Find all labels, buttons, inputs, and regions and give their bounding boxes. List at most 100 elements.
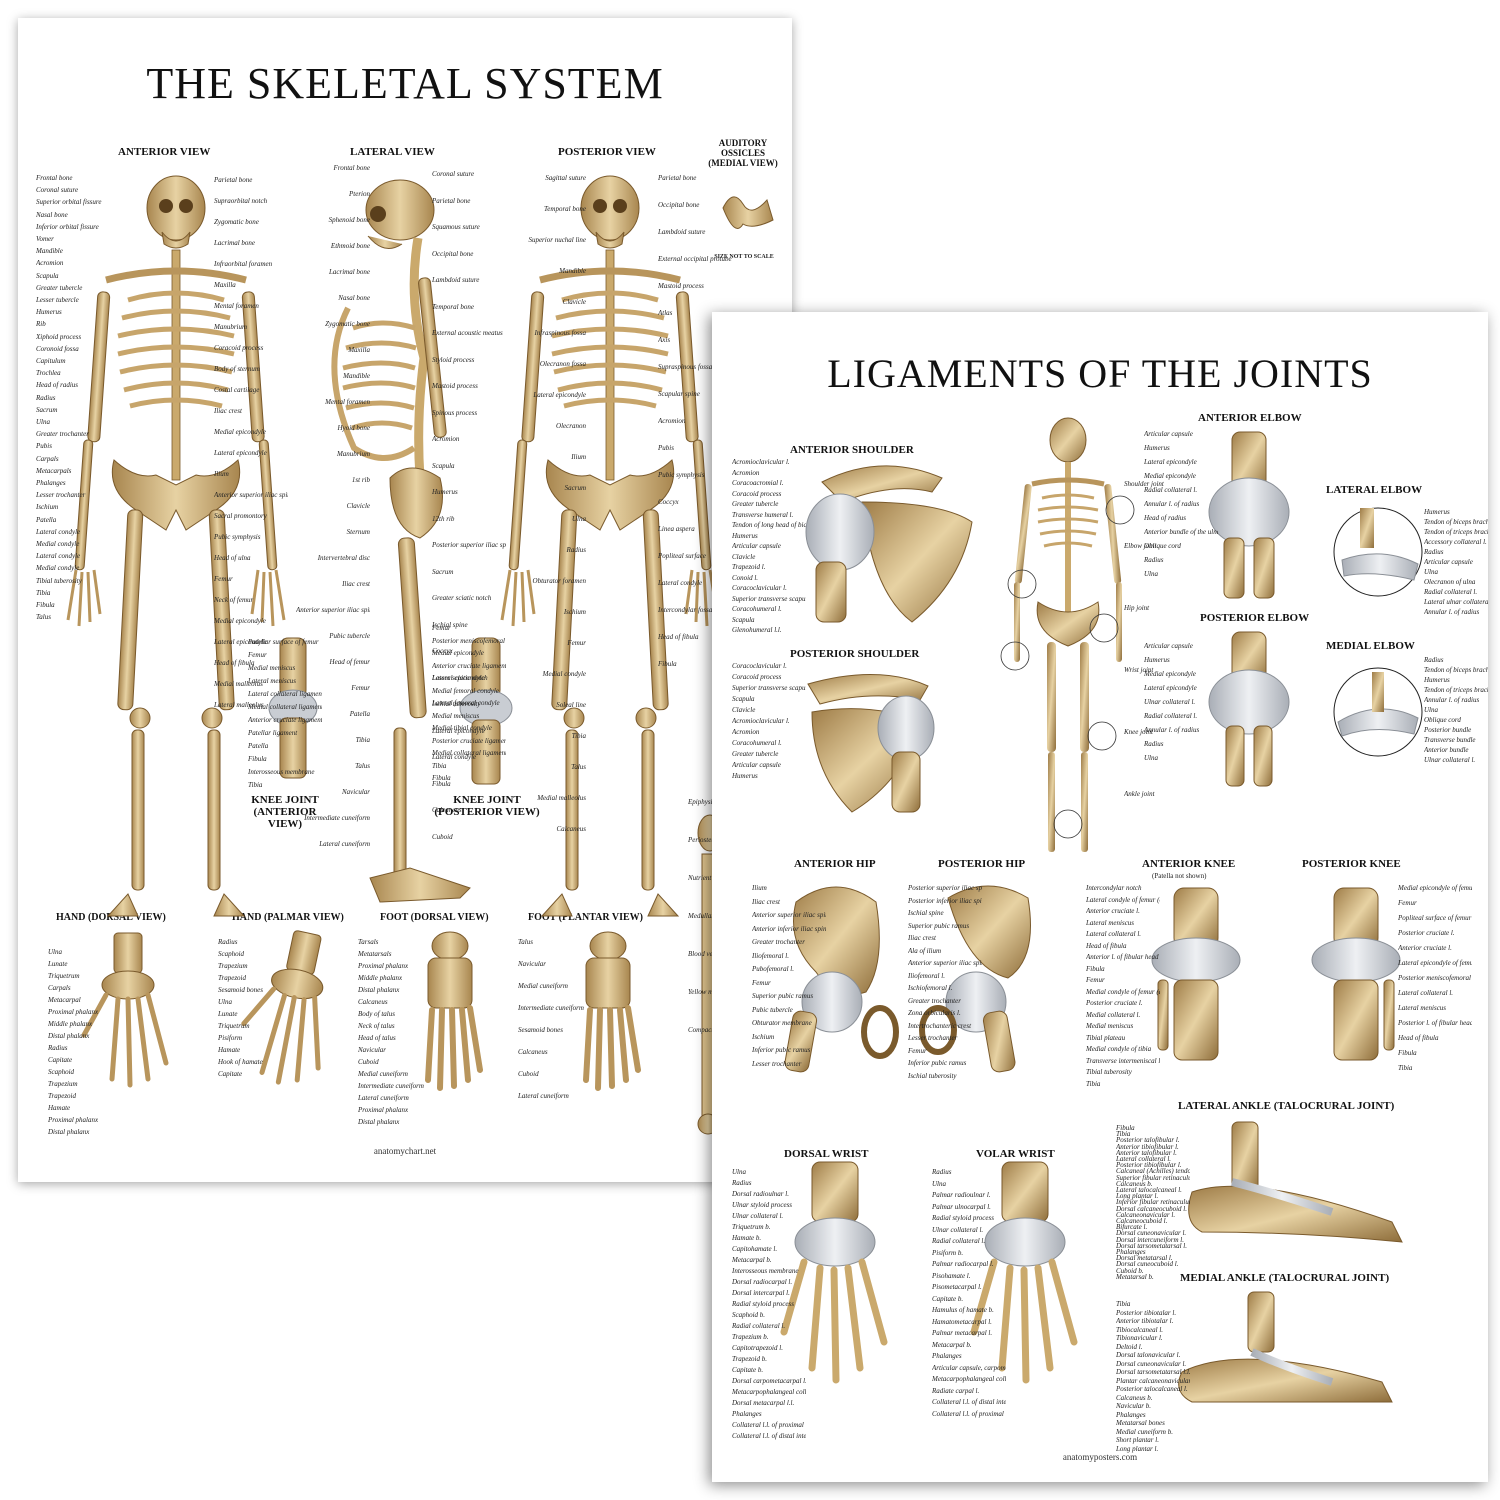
- skeleton-lateral: [331, 179, 471, 903]
- label-foot-p: Talus: [518, 938, 533, 946]
- label-hand-p: Hamate: [218, 1046, 241, 1054]
- label-posterior-shoulder: Scapula: [732, 695, 755, 703]
- label-foot-p: Intermediate cuneiform: [518, 1004, 584, 1012]
- label-lateral: Ethmoid bone: [330, 242, 370, 250]
- label-volar-wrist: Pisohamate l.: [932, 1271, 971, 1280]
- view-title-hand-dorsal: HAND (DORSAL VIEW): [56, 912, 166, 923]
- label-posterior-hip: Zona orbicularis l.: [908, 1009, 961, 1017]
- label-knee-p: Medial femoral condyle: [432, 686, 499, 695]
- label-posterior-knee: Fibula: [1398, 1049, 1417, 1057]
- label-lateral-right: Parietal bone: [432, 196, 471, 205]
- label-posterior-knee: Tibia: [1398, 1064, 1413, 1072]
- label-anterior-right: Pubic symphysis: [214, 533, 261, 541]
- label-anterior-knee: Tibia: [1086, 1079, 1101, 1088]
- label-anterior-hip: Femur: [752, 978, 771, 987]
- label-edge: Compact bone: [688, 1026, 729, 1034]
- label-posterior-elbow: Radial collateral l.: [1144, 712, 1198, 720]
- label-hand-p: Trapezoid: [218, 974, 247, 982]
- foot-plantar-illustration: [586, 932, 638, 1088]
- label-anterior-elbow: Radius: [1144, 556, 1164, 564]
- label-anterior-right: Mental foramen: [214, 302, 259, 310]
- label-anterior: Head of radius: [36, 381, 78, 390]
- label-lateral-right: Occipital bone: [432, 249, 474, 258]
- label-lateral: Intervertebral disc: [317, 554, 370, 562]
- view-title-hand-palmar: HAND (PALMAR VIEW): [232, 912, 344, 923]
- label-lateral-right: Acromion: [432, 435, 460, 443]
- label-posterior-knee: Posterior meniscofemoral l. (Wrisberg l.…: [1398, 974, 1472, 982]
- label-foot-d: Middle phalanx: [358, 974, 403, 982]
- label-posterior-knee: Popliteal surface of femur: [1398, 914, 1472, 922]
- label-skeleton: Hip joint: [1124, 604, 1150, 612]
- label-hand-d: Proximal phalanx: [48, 1116, 99, 1124]
- label-volar-wrist: Capitate b.: [932, 1294, 964, 1303]
- label-medial-ankle: Tibionavicular l.: [1116, 1334, 1163, 1342]
- label-knee-a: Tibia: [248, 781, 263, 789]
- label-knee-a: Medial collateral ligament: [248, 703, 322, 711]
- label-foot-d: Proximal phalanx: [358, 1106, 409, 1114]
- label-knee-a: Patella: [248, 742, 269, 750]
- label-hand-p: Sesamoid bones: [218, 986, 263, 994]
- label-posterior: Sacrum: [564, 484, 586, 492]
- label-posterior-shoulder: Superior transverse scapular l.: [732, 684, 806, 692]
- label-lateral-elbow: Tendon of biceps brachii m.: [1424, 518, 1488, 526]
- label-lateral-ankle: Superior fibular retinaculum: [1116, 1173, 1190, 1182]
- label-posterior-right: Supraspinous fossa: [658, 363, 713, 371]
- label-anterior-knee: Head of fibula: [1086, 941, 1127, 950]
- medial-elbow-illustration: [1333, 667, 1423, 757]
- label-lateral-right: Lateral epicondyle: [432, 726, 485, 735]
- label-dorsal-wrist: Dorsal radiocarpal l.: [732, 1278, 793, 1286]
- view-title-posterior: POSTERIOR VIEW: [558, 146, 656, 158]
- label-volar-wrist: Radial collateral l.: [932, 1237, 986, 1245]
- anterior-elbow-illustration: [1208, 431, 1290, 599]
- label-posterior-hip: Posterior superior iliac spine: [908, 884, 982, 892]
- view-title-posterior-shoulder: POSTERIOR SHOULDER: [790, 648, 920, 660]
- label-lateral: Clavicle: [346, 502, 370, 510]
- label-volar-wrist: Phalanges: [932, 1352, 962, 1360]
- posterior-hip-illustration: [919, 885, 1031, 1073]
- label-lateral-ankle: Dorsal calcaneocuboid l.: [1116, 1204, 1187, 1213]
- label-hand-p: Radius: [218, 938, 238, 946]
- label-volar-wrist: Ulnar collateral l.: [932, 1225, 984, 1234]
- label-hand-d: Lunate: [48, 960, 68, 968]
- label-lateral-ankle: Dorsal metatarsal l.: [1116, 1254, 1173, 1263]
- view-title-anterior-knee: ANTERIOR KNEE: [1142, 858, 1236, 870]
- label-hand-d: Proximal phalanx: [48, 1008, 99, 1016]
- label-hand-p: Scaphoid: [218, 950, 245, 958]
- label-dorsal-wrist: Radial styloid process: [732, 1300, 794, 1308]
- label-knee-p: Medial tibial condyle: [432, 724, 492, 732]
- label-anterior-knee: Anterior cruciate l.: [1086, 907, 1140, 915]
- label-posterior-shoulder: Humerus: [732, 772, 758, 780]
- label-anterior-knee: Femur: [1086, 976, 1105, 984]
- label-hand-p: Lunate: [218, 1010, 238, 1018]
- label-medial-ankle: Tibia: [1116, 1300, 1131, 1308]
- label-anterior-right: Coracoid process: [214, 344, 264, 352]
- label-anterior-shoulder: Humerus: [732, 531, 758, 540]
- label-anterior: Lesser tubercle: [36, 296, 79, 304]
- label-knee-a: Fibula: [248, 755, 267, 763]
- label-anterior: Greater trochanter: [36, 430, 89, 439]
- label-anterior-elbow: Medial epicondyle: [1144, 472, 1196, 480]
- view-title-volar-wrist: VOLAR WRIST: [976, 1148, 1055, 1160]
- label-medial-ankle: Short plantar l.: [1116, 1436, 1159, 1444]
- label-foot-d: Metatarsals: [358, 950, 392, 958]
- label-posterior: Olecranon fossa: [539, 360, 586, 368]
- label-anterior-hip: Lesser trochanter: [752, 1059, 802, 1068]
- view-title-anterior-hip: ANTERIOR HIP: [794, 858, 876, 870]
- foot-dorsal-illustration: [428, 932, 480, 1088]
- label-anterior-right: Medial epicondyle: [214, 617, 266, 625]
- label-medial-ankle: Plantar calcaneonavicular (spring) l.: [1116, 1376, 1190, 1385]
- label-anterior: Lesser trochanter: [36, 491, 86, 500]
- label-anterior-elbow: Anterior bundle of the ulnar collateral …: [1144, 528, 1218, 536]
- label-volar-wrist: Palmar metacarpal l.: [932, 1329, 993, 1337]
- label-dorsal-wrist: Dorsal metacarpal l.l.: [732, 1399, 795, 1407]
- label-volar-wrist: Palmar ulnocarpal l.: [932, 1202, 991, 1211]
- label-posterior-right: Coccyx: [658, 498, 679, 506]
- label-anterior-shoulder: Acromion: [732, 468, 760, 477]
- label-lateral-right: Coccyx: [432, 647, 453, 655]
- view-title-lateral-elbow: LATERAL ELBOW: [1326, 484, 1423, 496]
- label-anterior-elbow: Humerus: [1144, 444, 1170, 452]
- label-posterior-right: Head of fibula: [658, 633, 699, 641]
- label-posterior: Clavicle: [562, 298, 586, 306]
- label-lateral-right: Lesser sciatic notch: [432, 673, 488, 682]
- label-foot-d: Lateral cuneiform: [358, 1094, 409, 1102]
